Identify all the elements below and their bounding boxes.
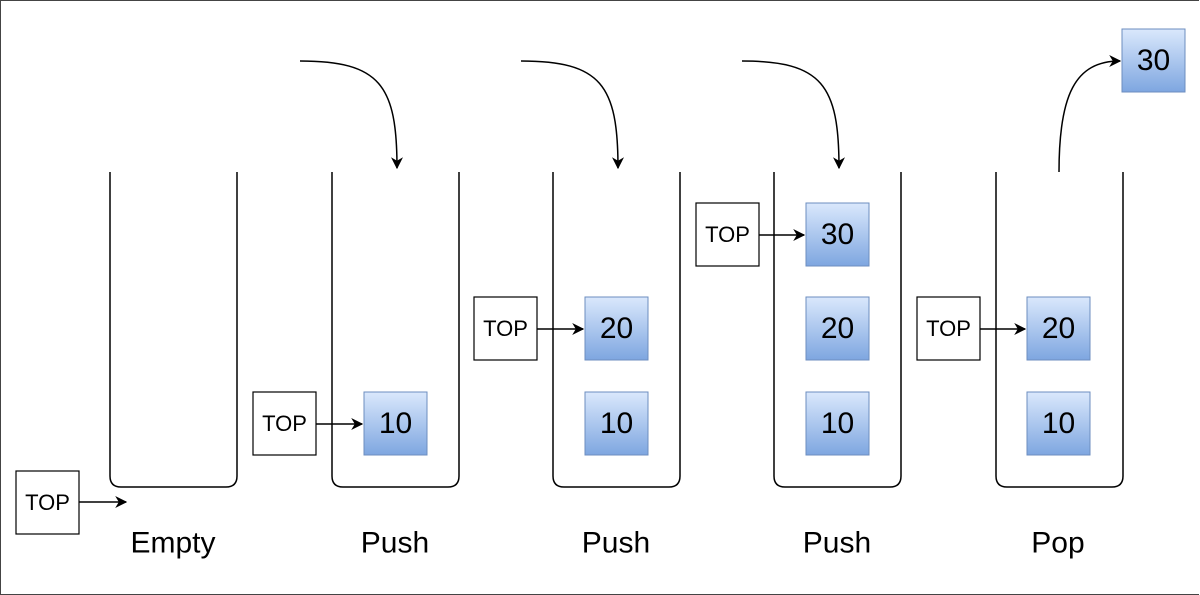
stack-element: 10 [805,391,870,456]
stack-element: 20 [805,296,870,361]
stack-element-value: 10 [379,407,412,440]
top-pointer-label: TOP [25,490,70,515]
stack-container [552,172,681,488]
stack-push-20: 10 20 TOP Push [473,60,681,560]
push-arrow [741,60,845,170]
stack-element: 10 [363,391,428,456]
stack-pop: 10 20 TOP 30 Pop [916,28,1186,560]
stack-element-value: 20 [821,312,854,345]
stack-caption: Empty [130,527,215,560]
stack-element: 10 [1026,391,1091,456]
push-arrow [520,60,624,170]
top-pointer-box: TOP [252,391,317,456]
stack-caption: Push [582,527,650,560]
top-pointer-label: TOP [705,222,750,247]
top-pointer-box: TOP [15,470,80,535]
stack-element: 20 [584,296,649,361]
stack-element-value: 20 [600,312,633,345]
stack-element-value: 30 [821,218,854,251]
top-pointer-label: TOP [926,316,971,341]
popped-element: 30 [1121,28,1186,93]
top-pointer-box: TOP [916,296,981,361]
pop-arrow [1058,55,1122,173]
top-pointer-label: TOP [483,316,528,341]
stack-container [995,172,1124,488]
stack-empty: TOP Empty [15,172,238,560]
stack-element-value: 20 [1042,312,1075,345]
top-pointer-box: TOP [695,202,760,267]
stack-element: 30 [805,202,870,267]
stack-element-value: 10 [600,407,633,440]
top-pointer-box: TOP [473,296,538,361]
stack-element-value: 10 [821,407,854,440]
stack-element: 20 [1026,296,1091,361]
stack-element-value: 10 [1042,407,1075,440]
stack-push-10: 10 TOP Push [252,60,460,560]
stack-container [331,172,460,488]
stack-container [773,172,902,488]
stack-container [109,172,238,488]
popped-element-value: 30 [1137,44,1170,77]
stack-caption: Push [361,527,429,560]
top-pointer-label: TOP [262,411,307,436]
stack-element: 10 [584,391,649,456]
push-arrow [299,60,403,170]
stack-caption: Pop [1031,527,1084,560]
stack-push-30: 10 20 30 TOP Push [695,60,902,560]
stack-caption: Push [803,527,871,560]
